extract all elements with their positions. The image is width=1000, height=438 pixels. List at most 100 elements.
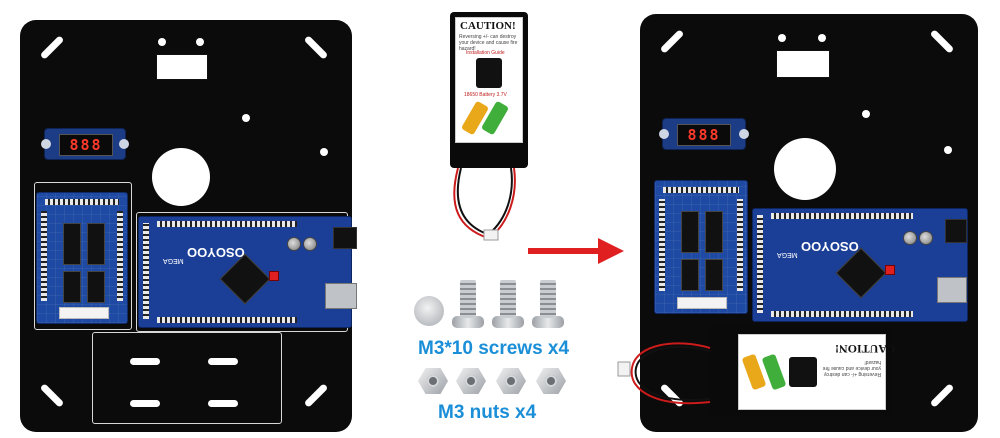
mount-slot [659, 29, 685, 54]
screw-hole [818, 34, 826, 42]
pin-header [663, 187, 739, 193]
mega-board: OSOYOO MEGA [138, 216, 357, 328]
voltmeter-ear [119, 139, 129, 149]
screw-hole [320, 148, 328, 156]
nut-icon [456, 368, 486, 394]
screw-hole [862, 110, 870, 118]
driver-chip [705, 259, 723, 291]
driver-chip [63, 223, 81, 265]
screws-caption: M3*10 screws x4 [418, 338, 570, 359]
mount-slot [929, 29, 955, 54]
pin-header [143, 223, 149, 319]
capacitor [287, 237, 301, 251]
mount-slot [929, 383, 955, 408]
screw-hole [158, 38, 166, 46]
screw-head-top-view-icon [414, 296, 444, 326]
battery-box: CAUTION! Reversing +/- can destroy your … [450, 12, 528, 168]
capacitor [903, 231, 917, 245]
capacitor [919, 231, 933, 245]
install-guide-label: Installation Guide [466, 50, 505, 56]
caution-title: CAUTION! [835, 342, 896, 356]
wire-hole [152, 148, 210, 206]
voltmeter-ear [41, 139, 51, 149]
usb-port [937, 277, 967, 303]
caution-title: CAUTION! [460, 20, 516, 32]
battery-slot [130, 400, 160, 407]
battery-wire [453, 167, 516, 241]
screw-icon [452, 316, 484, 328]
nut-icon [536, 368, 566, 394]
pin-header [157, 317, 297, 323]
pin-header [737, 199, 743, 291]
capacitor [303, 237, 317, 251]
pin-header [771, 213, 913, 219]
nut-icon [418, 368, 448, 394]
battery-box-label: CAUTION! Reversing +/- can destroy your … [738, 334, 896, 410]
board-outline [34, 182, 132, 330]
battery-slot [130, 358, 160, 365]
voltmeter-module: 888 [41, 128, 129, 160]
screw-icon [532, 316, 564, 328]
driver-chip [87, 223, 105, 265]
board-brand: OSOYOO [801, 239, 859, 254]
screw-hole [778, 34, 786, 42]
battery-box-mounted: CAUTION! Reversing +/- can destroy your … [708, 326, 896, 416]
caution-warning: Reversing +/- can destroy your device an… [822, 359, 881, 377]
pin-header [757, 215, 763, 313]
caution-warning: Reversing +/- can destroy your device an… [459, 34, 518, 52]
right-arrow-icon [528, 238, 624, 264]
reset-button [885, 265, 895, 275]
power-connector [59, 307, 109, 319]
screw-hole [196, 38, 204, 46]
screw-icon [492, 316, 524, 328]
screw-shaft [540, 280, 556, 318]
battery-slot [208, 358, 238, 365]
mount-slot [303, 35, 329, 60]
switch-cutout [156, 54, 208, 80]
servo-driver-board [36, 192, 128, 324]
screw-hole [242, 114, 250, 122]
wire-hole [774, 138, 836, 200]
nuts-caption: M3 nuts x4 [438, 402, 537, 423]
driver-chip [705, 211, 723, 253]
voltmeter-module: 888 [659, 118, 749, 150]
battery-wire [617, 342, 711, 405]
servo-driver-board [654, 180, 748, 314]
pin-header [45, 199, 119, 205]
nut-icon [496, 368, 526, 394]
mega-board: OSOYOO MEGA [752, 208, 968, 322]
driver-chip [87, 271, 105, 303]
pin-header [157, 221, 297, 227]
driver-chip [681, 259, 699, 291]
voltmeter-display: 888 [677, 124, 731, 146]
power-jack [945, 219, 967, 243]
battery-slot-diagram [789, 357, 817, 387]
battery-outline [92, 332, 282, 424]
driver-chip [63, 271, 81, 303]
pin-header [659, 199, 665, 291]
pin-header [117, 211, 123, 301]
pin-header [41, 211, 47, 301]
mount-slot [303, 383, 329, 408]
board-model: MEGA [777, 251, 798, 258]
board-model: MEGA [163, 257, 184, 264]
usb-port [325, 283, 357, 309]
battery-box-label: CAUTION! Reversing +/- can destroy your … [455, 17, 523, 143]
mount-slot [39, 383, 65, 408]
screw-shaft [460, 280, 476, 318]
screw-hole [944, 146, 952, 154]
voltmeter-display: 888 [59, 134, 113, 156]
board-brand: OSOYOO [187, 245, 245, 260]
battery-slot [208, 400, 238, 407]
mcu-chip [219, 253, 271, 305]
battery-spec: 18650 Battery 3.7V [464, 92, 507, 98]
battery-slot-diagram [476, 58, 502, 88]
voltmeter-ear [659, 129, 669, 139]
voltmeter-ear [739, 129, 749, 139]
mount-slot [39, 35, 65, 60]
power-connector [677, 297, 727, 309]
power-jack [333, 227, 357, 249]
reset-button [269, 271, 279, 281]
driver-chip [681, 211, 699, 253]
switch-cutout [776, 50, 830, 78]
